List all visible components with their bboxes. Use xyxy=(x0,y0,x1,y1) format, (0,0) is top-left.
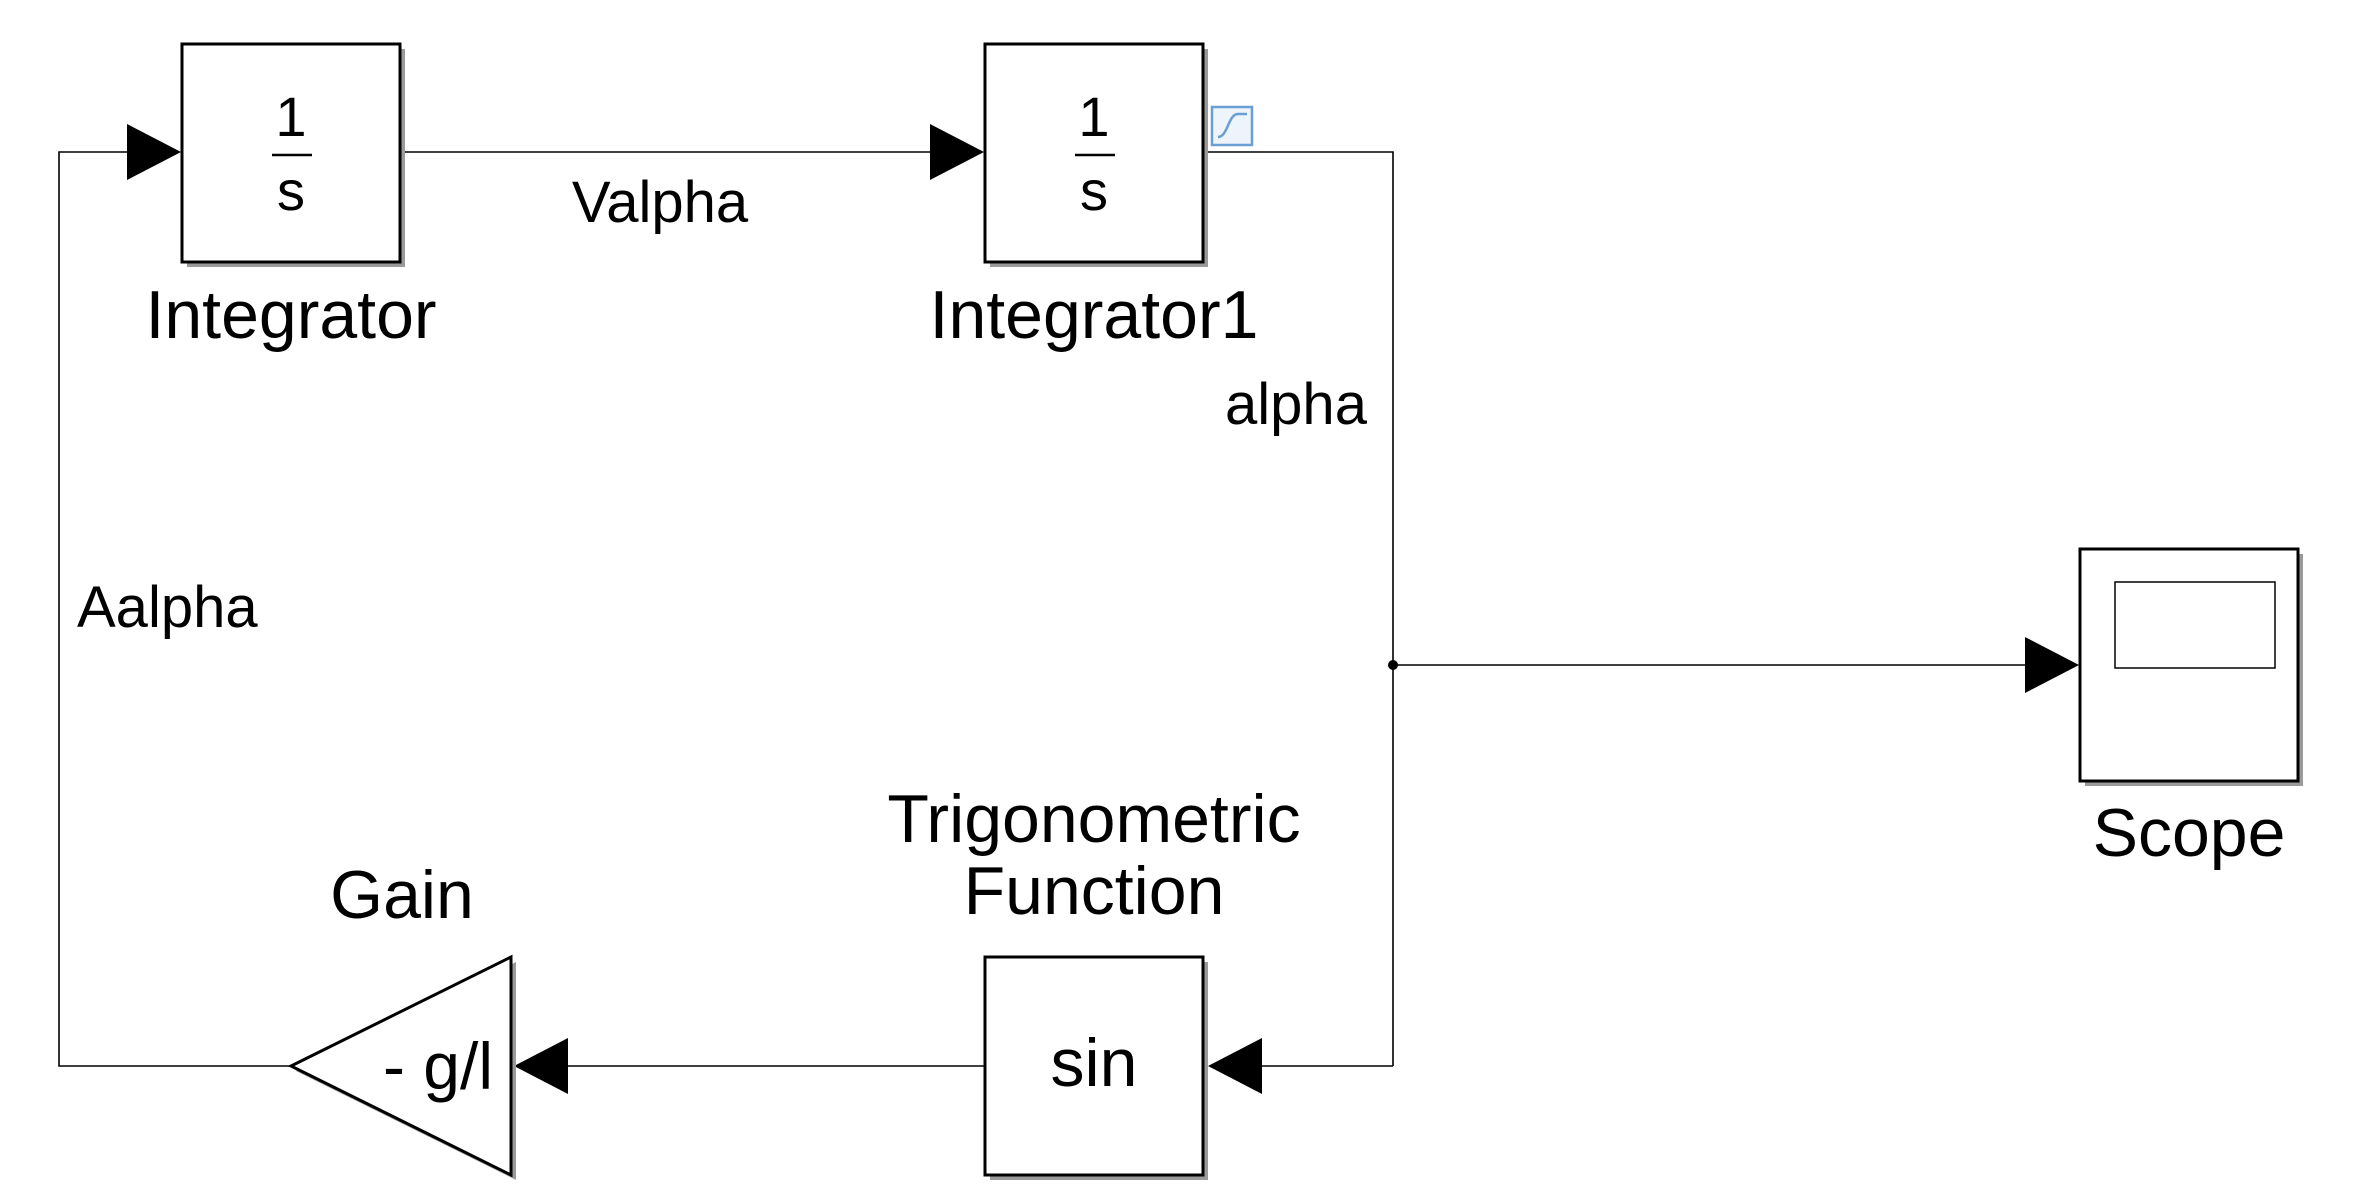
gain-label: Gain xyxy=(330,857,474,933)
signal-line-aalpha[interactable] xyxy=(58,124,290,1067)
gain-block[interactable]: - g/l xyxy=(287,954,516,1180)
signal-label-valpha[interactable]: Valpha xyxy=(572,170,749,235)
trig-label-line1: Trigonometric xyxy=(887,781,1300,857)
signal-label-alpha[interactable]: alpha xyxy=(1225,372,1368,437)
signal-label-aalpha[interactable]: Aalpha xyxy=(77,575,258,640)
integrator-numerator: 1 xyxy=(275,85,306,148)
integrator1-denominator: s xyxy=(1080,159,1108,222)
integrator1-label: Integrator1 xyxy=(930,277,1259,353)
trig-function-block[interactable]: sin xyxy=(983,955,1208,1180)
signal-logging-icon[interactable] xyxy=(1210,105,1254,147)
integrator-block[interactable]: 1 s xyxy=(180,42,405,267)
signal-line-valpha[interactable] xyxy=(402,124,984,180)
integrator-denominator: s xyxy=(277,159,305,222)
scope-label: Scope xyxy=(2093,795,2286,871)
integrator1-block[interactable]: 1 s xyxy=(983,42,1208,267)
trig-label-line2: Function xyxy=(964,853,1225,929)
integrator-label: Integrator xyxy=(145,277,436,353)
signal-line-to-scope[interactable] xyxy=(1393,637,2079,693)
signal-line-alpha[interactable] xyxy=(1205,151,1394,1066)
gain-value: - g/l xyxy=(383,1029,493,1103)
branch-point xyxy=(1388,660,1398,670)
signal-line-to-trig[interactable] xyxy=(1208,1038,1393,1094)
scope-block[interactable] xyxy=(2078,547,2303,786)
signal-line-trig-to-gain[interactable] xyxy=(514,1038,984,1094)
scope-display-icon xyxy=(2114,581,2276,669)
trig-function-text: sin xyxy=(1051,1025,1138,1101)
integrator1-numerator: 1 xyxy=(1078,85,1109,148)
